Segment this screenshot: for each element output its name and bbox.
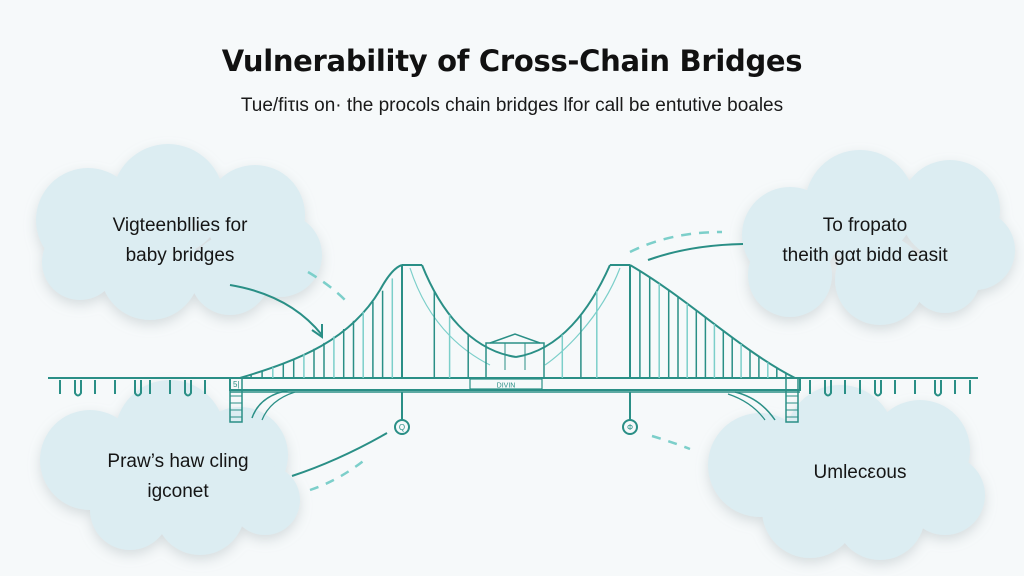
cloud-line: Umlecεous (813, 462, 907, 483)
road-post (184, 380, 192, 397)
cloud-top-right (742, 150, 1015, 325)
connector-top-left (229, 284, 323, 336)
cloud-bottom-right (708, 385, 985, 560)
arrowhead-icon (311, 324, 323, 339)
main-cable-left (239, 264, 403, 379)
left-abutment (229, 377, 243, 423)
right-abutment (785, 377, 799, 423)
connector-bottom-left (291, 432, 388, 477)
dashed-connector-bottom-right (651, 434, 691, 451)
left-anchor-glyph: Q (399, 423, 405, 432)
dashed-connector-bottom-left (309, 457, 368, 492)
cloud-line: igconet (147, 481, 209, 502)
diagram-subtitle: Tue/fiτιs on· the procols chain bridges … (240, 95, 784, 116)
right-anchor-icon (622, 419, 638, 435)
road-posts (59, 380, 971, 397)
cloud-bottom-left (40, 380, 300, 555)
main-cable-center-left (421, 264, 517, 358)
deck-label: DIVIN (497, 383, 516, 390)
cloud-line: theith gαt bidd easit (782, 245, 948, 266)
cloud-text-bottom-right: Umlecεous (750, 458, 970, 488)
cloud-text-bottom-left: Praw’s haw cling igconet (68, 447, 288, 507)
cloud-top-left (36, 144, 322, 320)
right-anchor-glyph: Ф (627, 423, 633, 432)
road-post (824, 380, 832, 397)
road-post (934, 380, 942, 397)
bridge (48, 264, 978, 435)
dashed-connector-top-right (629, 230, 723, 254)
main-cable-center-right (515, 264, 611, 358)
connector-top-right (647, 243, 744, 261)
abutment-label: 5| (233, 380, 240, 389)
center-pavilion (485, 342, 545, 379)
cloud-text-top-left: Vigteenbllies for baby bridges (70, 211, 290, 271)
cloud-line: baby bridges (125, 245, 235, 266)
left-anchor-icon (394, 419, 410, 435)
road-post (874, 380, 882, 397)
dashed-connector-top-left (307, 270, 346, 301)
cloud-line: Praw’s haw cling (107, 451, 249, 472)
cloud-text-top-right: To fropato theith gαt bidd easit (755, 211, 975, 271)
cloud-line: To fropato (822, 215, 908, 236)
diagram-title: Vulnerability of Cross-Chain Bridges (221, 44, 803, 78)
suspender-cables (250, 271, 787, 378)
road-post (134, 380, 142, 397)
road-post (74, 380, 82, 397)
cloud-line: Vigteenbllies for (112, 215, 248, 236)
deck-label-box (469, 378, 543, 390)
